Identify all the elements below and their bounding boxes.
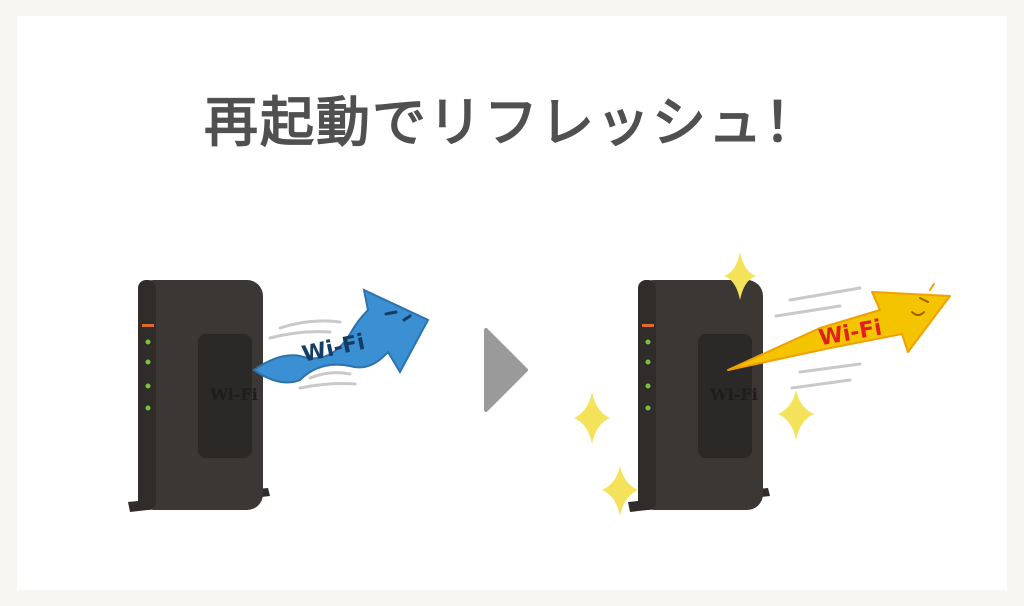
- page-title: 再起動でリフレッシュ！: [204, 91, 820, 154]
- router-led: [145, 383, 151, 389]
- router-led: [645, 359, 651, 365]
- router-status-led: [642, 324, 654, 327]
- sparkle-icon: [574, 392, 610, 444]
- router-led: [145, 405, 151, 411]
- strong-arrow-label: Wi-Fi: [817, 316, 884, 352]
- router-led: [645, 383, 651, 389]
- router-led: [645, 405, 651, 411]
- router-led: [145, 339, 151, 345]
- router-label: Wi-Fi: [209, 385, 258, 404]
- weak-wifi-arrow-icon: Wi-Fi: [252, 288, 430, 390]
- strong-wifi-arrow-icon: Wi-Fi: [727, 283, 951, 390]
- router-status-led: [142, 324, 154, 327]
- after-router: Wi-Fi: [628, 280, 770, 512]
- router-label: Wi-Fi: [709, 385, 758, 404]
- sparkle-icon: [778, 390, 814, 440]
- sparkle-icon: [724, 252, 756, 300]
- router-led: [145, 359, 151, 365]
- sparkle-icon: [602, 466, 638, 516]
- next-arrow-icon: [484, 328, 528, 412]
- before-router: Wi-Fi: [128, 280, 270, 512]
- router-led: [645, 339, 651, 345]
